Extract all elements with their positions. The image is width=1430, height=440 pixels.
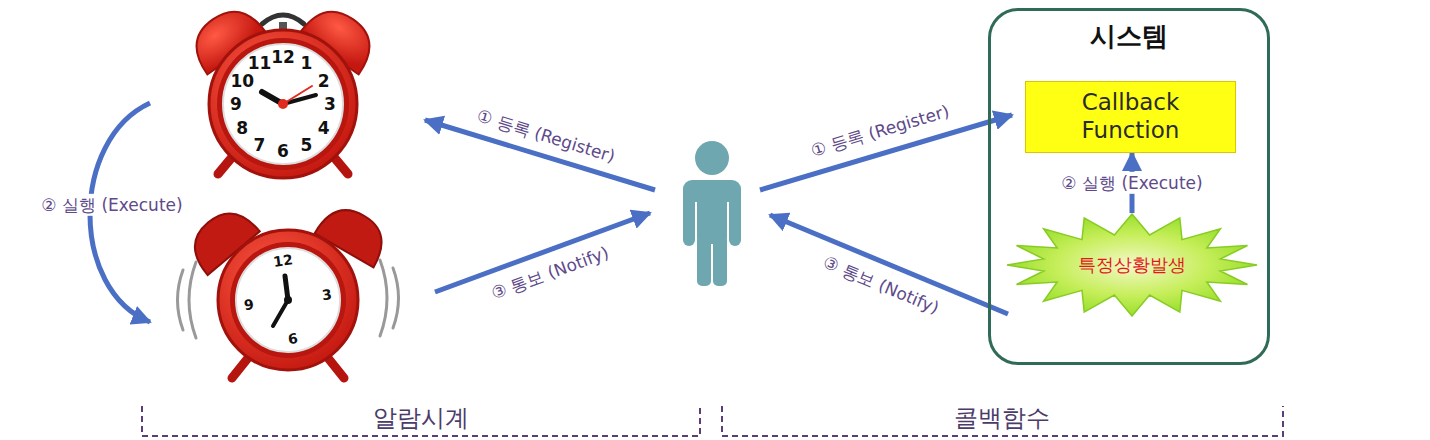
clock-numeral: 3 (324, 94, 336, 114)
clock-numeral: 6 (287, 330, 299, 348)
group-bracket (142, 406, 1283, 436)
panel-title: 시스템 (991, 11, 1267, 54)
clock-numeral: 7 (254, 135, 266, 155)
clock-numeral: 6 (277, 141, 289, 161)
clock-numeral: 12 (271, 47, 295, 67)
clock-numeral: 10 (230, 70, 254, 90)
step-label: ③ 통보 (Notify) (820, 252, 942, 318)
ringing-clock (178, 270, 184, 330)
node-label: Callback Function (1056, 89, 1206, 144)
step-label: ② 실행 (Execute) (1056, 172, 1207, 194)
step-label: ③ 통보 (Notify) (488, 242, 611, 303)
clock-numeral: 11 (248, 53, 272, 73)
alarm-clock (278, 99, 288, 109)
callback-box: Callback Function (1025, 81, 1236, 153)
alarm-clock (209, 30, 357, 178)
ringing-clock (236, 248, 340, 352)
ringing-clock (189, 262, 196, 338)
person-icon (683, 184, 695, 246)
clock-numeral: 4 (318, 117, 330, 137)
clock-numeral: 2 (318, 70, 330, 90)
person-icon (729, 184, 741, 246)
ringing-clock (393, 268, 399, 328)
ringing-clock (273, 300, 288, 326)
clock-numeral: 1 (301, 53, 313, 73)
ringing-clock (380, 260, 387, 336)
ringing-clock (230, 242, 346, 358)
group-label: 콜백함수 (954, 404, 1050, 433)
clock-numeral: 12 (272, 252, 294, 271)
event-starburst: 특정상황발생 (1005, 213, 1259, 317)
clock-numeral: 3 (321, 286, 333, 304)
flow-arrow (425, 115, 1012, 314)
clock-numeral: 8 (236, 117, 248, 137)
ringing-clock (232, 358, 248, 378)
ringing-clock (284, 296, 292, 304)
person-icon (695, 141, 729, 175)
step-label: ② 실행 (Execute) (37, 194, 186, 216)
alarm-clock (217, 38, 349, 170)
clock-numeral: 5 (301, 135, 313, 155)
ringing-clock (328, 358, 344, 378)
clock-numeral: 9 (243, 296, 255, 314)
alarm-clock (183, 0, 382, 178)
ringing-clock (178, 199, 399, 378)
person-icon (683, 141, 741, 286)
alarm-clock (283, 86, 312, 104)
clock-numeral: 9 (230, 94, 242, 114)
person-icon (697, 180, 727, 244)
node-label: 특정상황발생 (1078, 253, 1186, 277)
step-label: ① 등록 (Register) (474, 105, 617, 166)
alarm-clock (283, 95, 316, 104)
person-icon (713, 236, 727, 286)
step-label: ① 등록 (Register) (808, 101, 951, 161)
alarm-clock (223, 44, 343, 164)
starburst-shape (1007, 214, 1257, 316)
group-label: 알람시계 (373, 404, 469, 433)
ringing-clock (218, 230, 358, 370)
person-icon (697, 236, 711, 286)
